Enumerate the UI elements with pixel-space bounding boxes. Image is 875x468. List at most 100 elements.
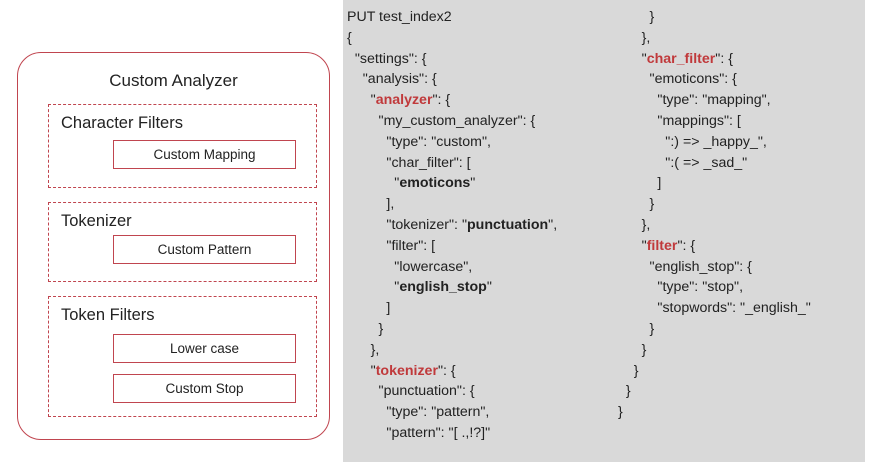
code-keyword: analyzer — [375, 92, 433, 109]
code-text: ": { — [437, 362, 456, 379]
code-column-right: } }, "char_filter": { "emoticons": { "ty… — [618, 7, 811, 423]
code-line: "analysis": { — [347, 69, 557, 90]
code-line: ":) => _happy_", — [618, 132, 811, 153]
code-line: "settings": { — [347, 49, 557, 70]
code-text: } — [618, 196, 655, 213]
code-keyword: char_filter — [646, 50, 716, 67]
code-text: "mappings": [ — [618, 112, 741, 129]
code-text: } — [618, 362, 639, 379]
code-text: "my_custom_analyzer": { — [347, 112, 536, 129]
code-text: ], — [347, 196, 395, 213]
code-text: "char_filter": [ — [347, 154, 471, 171]
code-line: "emoticons": { — [618, 69, 811, 90]
code-text: ] — [347, 300, 391, 317]
code-text: "type": "mapping", — [618, 92, 771, 109]
code-text: "tokenizer": " — [347, 216, 467, 233]
code-text: ] — [618, 175, 662, 192]
code-line: "tokenizer": { — [347, 361, 557, 382]
code-line: ] — [618, 173, 811, 194]
code-text: "settings": { — [347, 50, 427, 67]
code-text: " — [486, 279, 492, 296]
token-filters-title: Token Filters — [61, 306, 155, 324]
code-text: "analysis": { — [347, 71, 437, 88]
code-line: } — [618, 402, 811, 423]
code-line: "char_filter": [ — [347, 153, 557, 174]
code-line: "filter": { — [618, 236, 811, 257]
tokenizer-section: Tokenizer Custom Pattern — [48, 202, 317, 282]
code-line: } — [618, 340, 811, 361]
code-text: } — [618, 383, 631, 400]
code-line: ] — [347, 298, 557, 319]
code-text: "punctuation": { — [347, 383, 475, 400]
code-line: "mappings": [ — [618, 111, 811, 132]
code-text: "filter": [ — [347, 237, 436, 254]
code-text: " — [618, 50, 647, 67]
code-line: { — [347, 28, 557, 49]
code-line: ], — [347, 194, 557, 215]
code-line: "english_stop" — [347, 277, 557, 298]
code-line: "my_custom_analyzer": { — [347, 111, 557, 132]
code-text: "type": "custom", — [347, 133, 491, 150]
code-text: ", — [548, 216, 558, 233]
code-text: "stopwords": "_english_" — [618, 300, 811, 317]
custom-analyzer-box: Custom Analyzer Character Filters Custom… — [17, 52, 330, 440]
code-text: }, — [618, 216, 651, 233]
code-keyword: filter — [646, 237, 678, 254]
character-filters-title: Character Filters — [61, 114, 183, 132]
code-column-left: PUT test_index2 { "settings": { "analysis… — [347, 7, 557, 444]
code-line: "english_stop": { — [618, 257, 811, 278]
code-text: } — [618, 341, 647, 358]
code-text: } — [618, 320, 655, 337]
code-line: } — [618, 7, 811, 28]
code-text: ": { — [715, 50, 733, 67]
code-text: { — [347, 29, 352, 46]
code-text: "lowercase", — [347, 258, 473, 275]
code-line: "stopwords": "_english_" — [618, 298, 811, 319]
code-text: ":) => _happy_", — [618, 133, 767, 150]
token-filters-section: Token Filters Lower case Custom Stop — [48, 296, 317, 417]
code-bold-token: emoticons — [399, 175, 471, 192]
code-text: " — [347, 279, 400, 296]
custom-stop-box: Custom Stop — [113, 374, 296, 403]
code-line: "pattern": "[ .,!?]" — [347, 423, 557, 444]
code-text: "type": "stop", — [618, 279, 744, 296]
code-line: "tokenizer": "punctuation", — [347, 215, 557, 236]
code-line: } — [618, 361, 811, 382]
code-bold-token: punctuation — [466, 216, 549, 233]
code-text: "emoticons": { — [618, 71, 737, 88]
custom-mapping-box: Custom Mapping — [113, 140, 296, 169]
code-line: } — [618, 381, 811, 402]
code-text: }, — [347, 341, 380, 358]
code-text: " — [347, 362, 376, 379]
character-filters-section: Character Filters Custom Mapping — [48, 104, 317, 188]
code-line: }, — [618, 28, 811, 49]
code-line: "type": "stop", — [618, 277, 811, 298]
custom-pattern-box: Custom Pattern — [113, 235, 296, 264]
lower-case-box: Lower case — [113, 334, 296, 363]
code-line: "type": "mapping", — [618, 90, 811, 111]
code-line: ":( => _sad_" — [618, 153, 811, 174]
code-text: }, — [618, 29, 651, 46]
code-line: } — [618, 319, 811, 340]
code-line: } — [347, 319, 557, 340]
analyzer-title: Custom Analyzer — [109, 71, 238, 90]
code-line: }, — [347, 340, 557, 361]
code-line: "type": "custom", — [347, 132, 557, 153]
code-line: "lowercase", — [347, 257, 557, 278]
code-text: " — [347, 175, 400, 192]
code-panel: PUT test_index2 { "settings": { "analysis… — [343, 0, 865, 462]
code-text: } — [618, 9, 655, 25]
code-text: PUT test_index2 — [347, 9, 452, 25]
tokenizer-title: Tokenizer — [61, 212, 132, 230]
code-text: ":( => _sad_" — [618, 154, 748, 171]
code-line: "filter": [ — [347, 236, 557, 257]
code-line: "emoticons" — [347, 173, 557, 194]
code-text: "type": "pattern", — [347, 404, 490, 421]
code-text: " — [618, 237, 647, 254]
code-text: } — [618, 404, 623, 421]
code-line: "punctuation": { — [347, 381, 557, 402]
code-line: "char_filter": { — [618, 49, 811, 70]
code-line: }, — [618, 215, 811, 236]
code-line: } — [618, 194, 811, 215]
code-text: ": { — [677, 237, 696, 254]
